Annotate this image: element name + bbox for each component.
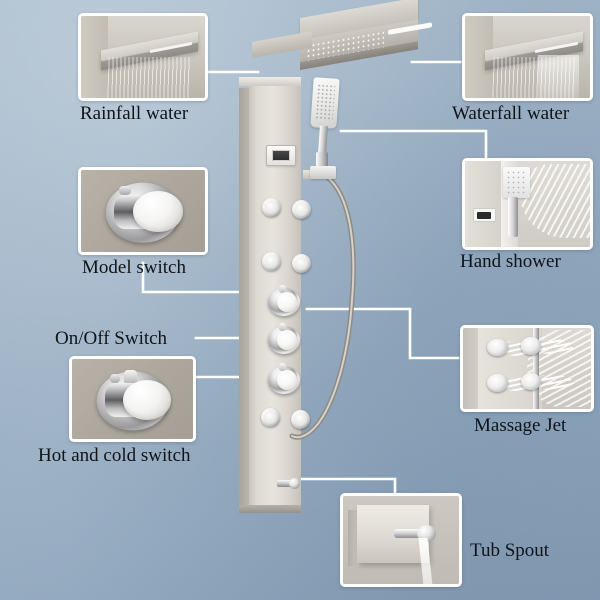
control-knob-model-switch[interactable]	[268, 285, 300, 316]
hot-and-cold-switch-thumbnail[interactable]	[69, 356, 196, 442]
body-jet-nozzle	[520, 372, 542, 391]
tub-spout-image	[343, 496, 459, 584]
panel-side-edge	[347, 510, 360, 567]
hose-strip	[533, 328, 539, 409]
body-jet-nozzle	[487, 338, 508, 357]
connector-tub-spout	[298, 477, 397, 497]
hot-and-cold-switch-image	[72, 359, 193, 439]
massage-jet-label: Massage Jet	[474, 415, 567, 436]
rain-spray	[107, 57, 191, 98]
waterfall-water-image	[465, 16, 590, 98]
panel-top-cap	[239, 77, 301, 86]
control-knob-hot-cold-switch[interactable]	[268, 363, 300, 394]
knob-cap	[277, 330, 297, 350]
hand-shower-label: Hand shower	[460, 251, 561, 272]
panel-base-cap	[239, 505, 301, 513]
tub-spout-thumbnail[interactable]	[340, 493, 462, 587]
model-switch-image	[81, 170, 205, 252]
knob-stem	[279, 363, 286, 371]
body-jet-nozzle	[520, 336, 542, 355]
connector-hand-shower	[339, 129, 488, 160]
knob-stem	[279, 323, 286, 331]
body-jet-nozzle	[487, 374, 508, 392]
body-jet[interactable]	[292, 200, 311, 219]
panel-edge	[463, 328, 481, 409]
display-screen[interactable]	[266, 145, 296, 166]
rainfall-water-image	[81, 16, 205, 98]
wall-backdrop	[465, 161, 508, 247]
display-screen-small	[472, 208, 496, 223]
waterfall-water-thumbnail[interactable]	[462, 13, 593, 101]
tub-spout-arm	[277, 480, 292, 487]
valve-indicator-pin	[119, 185, 131, 195]
control-knob-on-off-switch[interactable]	[268, 323, 300, 354]
model-switch-label: Model switch	[82, 257, 186, 278]
hand-shower-wand-head[interactable]	[310, 77, 340, 129]
waterfall-water-label: Waterfall water	[452, 103, 570, 124]
rainfall-water-thumbnail[interactable]	[78, 13, 208, 101]
tub-spout-arm	[394, 528, 425, 539]
water-spray-arc	[520, 164, 590, 239]
waterfall-sheet	[537, 54, 579, 98]
panel-tub-spout[interactable]	[277, 478, 300, 489]
tub-spout-outlet	[417, 525, 436, 542]
knob-cap	[277, 370, 297, 390]
massage-jet-image	[463, 328, 591, 409]
valve-indicator-pin	[124, 370, 138, 383]
valve-secondary-pin	[109, 374, 121, 383]
body-jet[interactable]	[262, 198, 281, 217]
body-jet[interactable]	[291, 410, 310, 429]
body-jet[interactable]	[261, 408, 280, 427]
tub-spout-label: Tub Spout	[470, 540, 550, 561]
on-off-switch-label: On/Off Switch	[55, 328, 168, 349]
hand-wand-head	[502, 167, 530, 198]
hand-shower-thumbnail[interactable]	[462, 158, 593, 250]
model-switch-thumbnail[interactable]	[78, 167, 208, 255]
rainfall-water-label: Rainfall water	[80, 103, 189, 124]
tub-spout-outlet	[289, 478, 300, 489]
body-jet[interactable]	[292, 254, 311, 273]
hand-wand-handle	[507, 197, 518, 237]
knob-cap	[277, 292, 297, 312]
valve-cap	[122, 379, 172, 420]
hand-shower-image	[465, 161, 590, 247]
hand-shower-holder	[303, 170, 313, 179]
connector-massage-jet	[305, 307, 460, 360]
valve-cap	[133, 191, 183, 233]
knob-stem	[279, 285, 286, 293]
body-jet[interactable]	[262, 252, 281, 271]
hand-shower-bracket[interactable]	[310, 166, 336, 179]
panel-side-edge	[239, 88, 250, 510]
hot-and-cold-switch-label: Hot and cold switch	[38, 445, 191, 466]
massage-jet-thumbnail[interactable]	[460, 325, 594, 412]
